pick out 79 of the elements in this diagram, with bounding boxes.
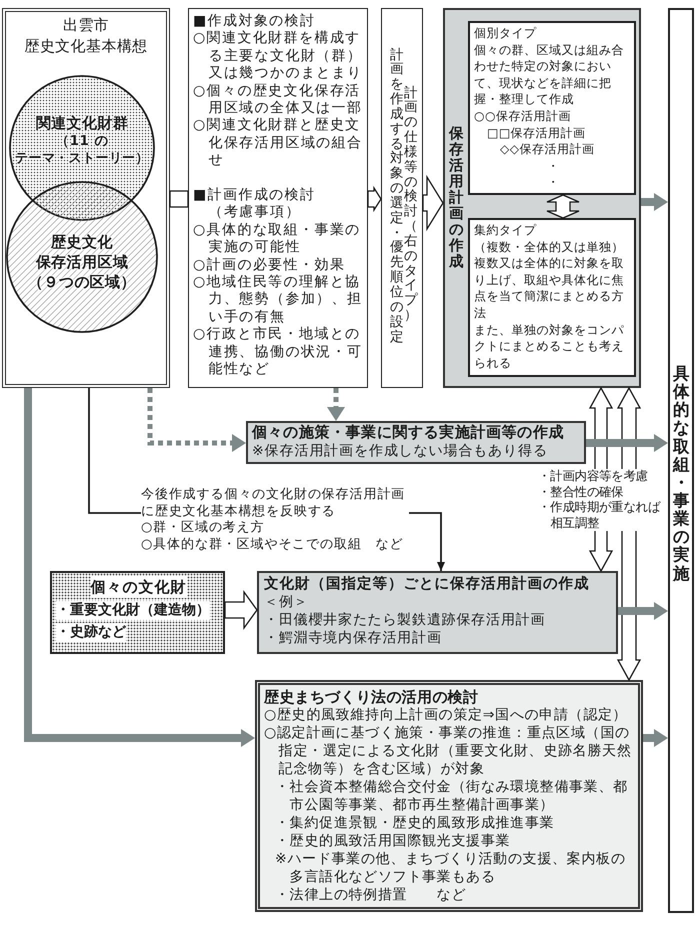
arrow <box>641 193 668 211</box>
heading-text: （考慮事項） <box>207 204 302 222</box>
bullet-text: ・集約促進景観・歴史的風致形成推進事業 <box>275 814 556 832</box>
body-text: 個々の群、区域又は組み合わせた特定の対象において、現状などを詳細に把握・整理して作成 <box>474 42 625 108</box>
bullet-text: ・鰐淵寺境内保存活用計画 <box>264 629 443 647</box>
arrow <box>643 729 668 747</box>
heading-text: 個々の文化財 <box>90 576 186 598</box>
text-panel <box>381 8 423 388</box>
vertical-label: 保存活用計画の作成 <box>448 127 464 270</box>
ellipsis-dot: ・ <box>546 158 560 174</box>
heading-text: 集約タイプ <box>474 222 538 239</box>
circle-label: 歴史文化 <box>51 232 113 252</box>
heading-text: 歴史まちづくり法の活用の検討 <box>264 688 480 706</box>
body-text: ※保存活用計画を作成しない場合もあり得る <box>252 442 549 461</box>
bullet-text: ・重要文化財（建造物） <box>56 601 210 620</box>
circle-label: 関連文化財群 <box>36 114 128 132</box>
hollow-arrow <box>367 186 382 212</box>
heading-text: 個別タイプ <box>474 25 538 42</box>
bullet-text: ○具体的な群・区域やそこでの取組 など <box>141 537 404 554</box>
hollow-arrow <box>546 194 580 219</box>
dotted-arrow <box>327 388 345 421</box>
arrow <box>618 602 668 620</box>
heading-text: ■計画作成の検討 <box>193 187 316 204</box>
concept-panel <box>2 8 170 388</box>
arrow <box>586 434 668 452</box>
outcome-bar <box>668 8 694 913</box>
dotted-arrow <box>148 388 246 452</box>
heading-text: ■作成対象の検討 <box>193 13 316 30</box>
bullet-text: ・史跡など <box>56 623 126 642</box>
bullet-text: ・法律上の特例措置 など <box>275 886 468 904</box>
heading-text: 個々の施策・事業に関する実施計画等の作成 <box>252 423 565 442</box>
body-text: ＜例＞ <box>264 593 310 611</box>
circle-label: テーマ・ストーリー） <box>15 150 149 168</box>
text-panel <box>188 8 368 388</box>
vertical-label: 具体的な取組・事業の実施 <box>672 365 690 583</box>
plan-name: ◇◇保存活用計画 <box>499 141 596 158</box>
body-text: また、単独の対象をコンパクトにまとめることも考えられる <box>474 322 625 372</box>
bullet-text: ○歴史的風致維持向上計画の策定⇒国への申請（認定） <box>264 706 628 724</box>
circle-label: （11 の <box>55 132 109 150</box>
connector-line <box>88 388 141 514</box>
bullet-text: ○個々の歴史文化保存活用区域の全体又は一部 <box>193 82 364 117</box>
circle-label: （９つの区域） <box>28 272 136 292</box>
vertical-label: 計画を作成する対象の選定・優先順位の設定 <box>390 48 404 344</box>
bullet-text: ※ハード事業の他、まちづくり活動の支援、案内板の多言語化などソフト事業もある <box>275 850 627 886</box>
connector-band <box>169 190 189 208</box>
vertical-label: 計画の仕様等の検討（右のタイプ） <box>404 86 418 323</box>
annotation-text: 今後作成する個々の文化財の保存活用計画に歴史文化基本構想を反映する <box>141 487 406 520</box>
bullet-text: ○地域住民等の理解と協力、態勢（参加）、担い手の有無 <box>193 274 364 326</box>
plan-panel <box>443 8 641 388</box>
arrow <box>24 388 255 747</box>
process-box <box>255 680 643 912</box>
plan-name: □□保存活用計画 <box>486 124 587 142</box>
plan-name: ○○保存活用計画 <box>474 108 572 125</box>
heading-text: 出雲市 <box>62 15 110 36</box>
heading-text: 歴史文化基本構想 <box>23 36 149 57</box>
bullet-text: ・田儀櫻井家たたら製鉄遺跡保存活用計画 <box>264 611 546 629</box>
hollow-arrow <box>422 174 444 232</box>
type-box <box>468 218 636 377</box>
bullet-text: ○具体的な取組・事業の実施の可能性 <box>193 222 362 257</box>
bullet-text: ○関連文化財群と歴史文化保存活用区域の組合せ <box>193 117 364 170</box>
bullet-text: ○計画の必要性・効果 <box>193 256 346 274</box>
stippled-box <box>50 571 225 654</box>
bullet-text: ・歴史的風致活用国際観光支援事業 <box>275 832 512 850</box>
heading-text: （複数・全体的又は単独） <box>474 238 625 256</box>
process-box <box>246 421 586 464</box>
body-text: 複数又は全体的に対象を取り上げ、取組や具体化に焦点を当て簡潔にまとめる方法 <box>474 255 625 322</box>
type-box <box>468 21 636 195</box>
hollow-arrow <box>224 590 258 630</box>
arrow <box>409 512 445 571</box>
bullet-text: ○認定計画に基づく施策・事業の推進：重点区域（国の指定・選定による文化財（重要文化財、史跡名勝天然記念物等）を含む区域）が対象 <box>264 724 632 778</box>
bullet-text: ・社会資本整備総合交付金（街なみ環境整備事業、都市公園等事業、都市再生整備計画事業） <box>275 778 629 814</box>
heading-text: 文化財（国指定等）ごとに保存活用計画の作成 <box>264 575 590 593</box>
venn-circle <box>6 181 158 333</box>
process-box <box>257 571 618 654</box>
bullet-text: ○行政と市民・地域との連携、協働の状況・可能性など <box>193 326 364 379</box>
bullet-text: ○関連文化財群を構成する主要な文化財（群）又は幾つかのまとまり <box>193 30 364 83</box>
circle-label: 保存活用区域 <box>36 252 128 272</box>
bullet-text: ○群・区域の考え方 <box>141 520 266 537</box>
ellipsis-dot: ・ <box>546 174 560 191</box>
